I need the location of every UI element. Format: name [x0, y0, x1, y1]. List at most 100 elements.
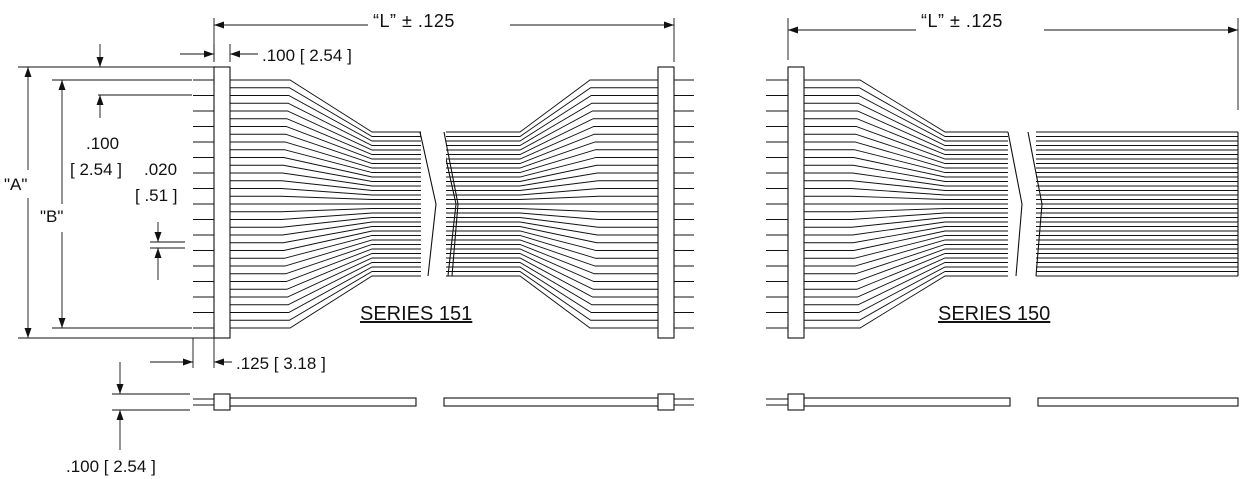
- ribbon-wire: [440, 239, 658, 267]
- ribbon-wire: [804, 208, 1010, 213]
- dimension-arrow: [214, 21, 224, 29]
- ribbon-wire: [440, 87, 658, 137]
- ribbon-wire: [804, 230, 1010, 251]
- ribbon-wire: [230, 257, 440, 298]
- break-edge: [419, 131, 437, 277]
- ribbon-wire: [440, 248, 658, 282]
- offset-label-bottom: .125 [ 3.18 ]: [236, 354, 326, 373]
- ribbon-wire: [804, 141, 1010, 169]
- ribbon-wire: [440, 157, 658, 178]
- ribbon-wire: [804, 164, 1010, 182]
- wire-diameter-mm: [ .51 ]: [135, 186, 178, 205]
- ribbon-wire: [230, 157, 440, 178]
- side-views: [193, 393, 1239, 411]
- ribbon-wire: [804, 266, 1010, 313]
- ribbon-wire: [804, 235, 1010, 259]
- side-connector-left: [213, 393, 231, 411]
- ribbon-wire: [804, 126, 1010, 160]
- ribbon-wire: [440, 212, 658, 220]
- ribbon-wire: [804, 226, 1010, 244]
- ribbon-wire: [440, 172, 658, 187]
- ribbon-wire: [804, 157, 1010, 178]
- ribbon-wire: [804, 87, 1010, 137]
- ribbon-wire: [440, 188, 658, 196]
- left-header-connector: [213, 66, 231, 339]
- ribbon-wire: [804, 271, 1010, 321]
- ribbon-wire: [440, 208, 658, 213]
- side-pitch-label: .100 [ 2.54 ]: [66, 457, 156, 476]
- series-151-title: SERIES 151: [360, 303, 472, 325]
- pitch-label-left-mm: [ 2.54 ]: [70, 160, 122, 179]
- ribbon-wire: [440, 133, 658, 164]
- ribbon-wire: [440, 118, 658, 155]
- ribbon-wire: [804, 275, 1010, 329]
- ribbon-wire: [804, 95, 1010, 142]
- dimension-arrow: [230, 50, 240, 58]
- dimension-a-label: "A": [4, 175, 27, 194]
- length-label-150: “L” ± .125: [921, 11, 1003, 31]
- ribbon-wire: [804, 180, 1010, 191]
- ribbon-wire: [440, 271, 658, 321]
- ribbon-wire: [440, 230, 658, 251]
- right-header-connector: [657, 66, 675, 339]
- ribbon-wire: [440, 244, 658, 275]
- ribbon-wire: [804, 118, 1010, 155]
- ribbon-wire: [804, 110, 1010, 151]
- ribbon-wire: [440, 275, 658, 329]
- ribbon-wire: [804, 212, 1010, 220]
- ribbon-wire: [804, 221, 1010, 236]
- ribbon-wire: [440, 226, 658, 244]
- ribbon-wire: [440, 266, 658, 313]
- wire-diameter-inch: .020: [144, 160, 177, 179]
- dimension-arrow: [116, 384, 124, 394]
- ribbon-wire: [440, 253, 658, 290]
- ribbon-wire: [440, 235, 658, 259]
- dimension-arrow: [96, 95, 104, 105]
- side-ribbon: [229, 397, 417, 407]
- ribbon-wire: [804, 133, 1010, 164]
- ribbon-wire: [804, 172, 1010, 187]
- ribbon-wire: [804, 239, 1010, 267]
- ribbon-wire: [804, 195, 1010, 200]
- dimension-arrow: [58, 318, 66, 328]
- ribbon-wire: [440, 126, 658, 160]
- series-150-title: SERIES 150: [938, 303, 1050, 325]
- ribbon-wire: [440, 180, 658, 191]
- dimension-arrow: [214, 358, 224, 366]
- break-edge: [1027, 131, 1043, 277]
- ribbon-wire: [230, 188, 440, 196]
- ribbon-wire: [440, 221, 658, 236]
- ribbon-wire: [230, 208, 440, 213]
- ribbon-wire: [440, 102, 658, 146]
- ribbon-wire: [230, 110, 440, 151]
- ribbon-wire: [804, 217, 1010, 228]
- dimension-arrow: [204, 50, 214, 58]
- break-edge: [443, 131, 459, 277]
- break-edge: [1007, 131, 1023, 277]
- side-ribbon: [803, 397, 1011, 407]
- ribbon-wire: [440, 217, 658, 228]
- ribbon-wire: [440, 195, 658, 200]
- ribbon-wire: [230, 212, 440, 220]
- ribbon-wire: [440, 262, 658, 306]
- dimension-arrow: [664, 21, 674, 29]
- ribbon-wire: [440, 95, 658, 142]
- dimension-arrow: [58, 80, 66, 90]
- dimension-arrow: [24, 67, 32, 77]
- side-ribbon: [443, 397, 659, 407]
- ribbon-wire: [804, 257, 1010, 298]
- ribbon-wire: [804, 262, 1010, 306]
- ribbon-wire: [804, 149, 1010, 173]
- header-connector-150: [787, 66, 805, 339]
- dimension-arrow: [788, 26, 798, 34]
- ribbon-wire: [804, 248, 1010, 282]
- dimension-arrow: [183, 358, 193, 366]
- ribbon-wire: [804, 79, 1010, 133]
- dimension-arrow: [96, 57, 104, 67]
- ribbon-wire: [230, 230, 440, 251]
- dimension-arrow: [154, 248, 162, 258]
- ribbon-wire: [804, 244, 1010, 275]
- ribbon-wire: [440, 79, 658, 133]
- side-connector-150: [787, 393, 805, 411]
